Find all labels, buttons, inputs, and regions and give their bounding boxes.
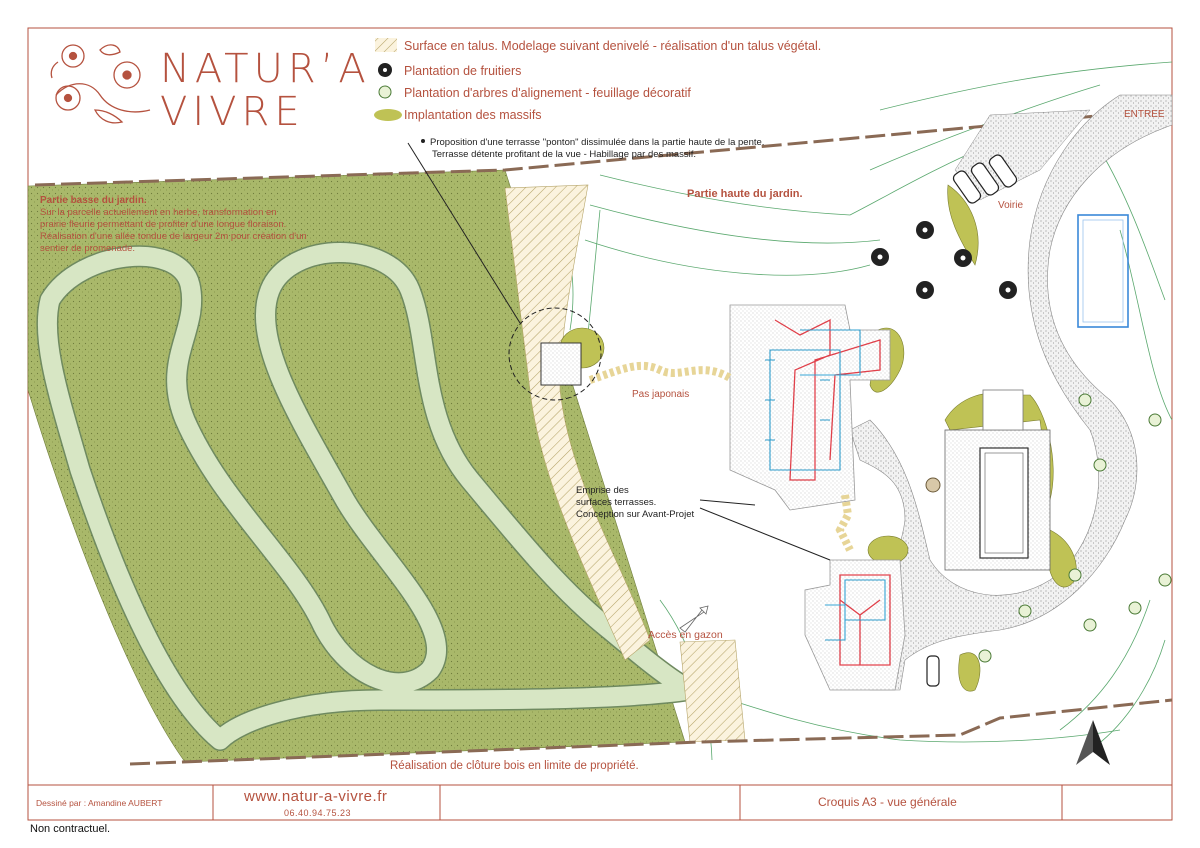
partie-basse-line-3: Réalisation d'une allée tondue de largeu… bbox=[40, 231, 307, 242]
voirie-label: Voirie bbox=[998, 200, 1023, 211]
acces-gazon-label: Accès en gazon bbox=[648, 629, 723, 641]
legend: Surface en talus. Modelage suivant deniv… bbox=[374, 38, 821, 122]
emprise-line-1: Emprise des bbox=[576, 485, 629, 496]
website-url: www.natur-a-vivre.fr bbox=[243, 788, 387, 805]
ponton-note-line-2: Terrasse détente profitant de la vue - H… bbox=[432, 149, 696, 160]
sheet-frame bbox=[27, 27, 1173, 821]
phone-number: 06.40.94.75.23 bbox=[284, 808, 351, 818]
logo-flowers-icon bbox=[50, 44, 151, 124]
title-block bbox=[28, 784, 1172, 820]
brand-line-2: VIVRE bbox=[160, 89, 305, 135]
partie-basse-line-4: sentier de promenade. bbox=[40, 243, 135, 254]
north-arrow-icon bbox=[1076, 720, 1110, 765]
cloture-label: Réalisation de clôture bois en limite de… bbox=[390, 760, 639, 772]
mown-path bbox=[36, 241, 701, 751]
brand-line-1: NATUR’A bbox=[160, 46, 371, 92]
pool-rectangle bbox=[1077, 214, 1129, 328]
partie-basse-line-1: Sur la parcelle actuellement en herbe, t… bbox=[40, 207, 277, 218]
entree-label: ENTREE bbox=[1124, 109, 1165, 120]
partie-basse-line-2: prairie fleurie permettant de profiter d… bbox=[40, 219, 286, 230]
pas-japonais-label: Pas japonais bbox=[632, 389, 689, 400]
property-fence bbox=[34, 110, 1173, 766]
talus-strip-lower bbox=[679, 639, 746, 743]
main-house bbox=[729, 304, 891, 511]
emprise-line-3: Conception sur Avant-Projet bbox=[576, 509, 694, 520]
emprise-line-2: surfaces terrasses. bbox=[576, 497, 656, 508]
legend-fruitiers-label: Plantation de fruitiers bbox=[404, 64, 521, 78]
sheet-title: Croquis A3 - vue générale bbox=[818, 795, 957, 809]
legend-talus-swatch bbox=[375, 38, 397, 52]
annex-house bbox=[804, 559, 906, 691]
stepping-stones bbox=[588, 361, 854, 552]
alignment-tree-icon bbox=[378, 85, 392, 99]
driveway bbox=[849, 94, 1173, 691]
fruit-trees bbox=[871, 221, 1017, 299]
parked-cars bbox=[926, 154, 1018, 687]
designer-credit: Dessiné par : Amandine AUBERT bbox=[36, 798, 162, 808]
leader-lines bbox=[407, 142, 831, 561]
ponton-note-line-1: Proposition d'une terrasse "ponton" diss… bbox=[430, 137, 764, 148]
legend-massifs-label: Implantation des massifs bbox=[404, 108, 542, 122]
legend-talus-label: Surface en talus. Modelage suivant deniv… bbox=[404, 39, 821, 53]
access-arrow bbox=[679, 605, 709, 633]
legend-alignement-label: Plantation d'arbres d'alignement - feuil… bbox=[404, 86, 691, 100]
ponton-terrace bbox=[540, 342, 582, 386]
alignment-trees bbox=[925, 393, 1172, 663]
disclaimer: Non contractuel. bbox=[30, 823, 110, 835]
massif-swatch bbox=[374, 109, 402, 121]
ponton-circle bbox=[508, 307, 602, 401]
partie-basse-title: Partie basse du jardin. bbox=[40, 195, 147, 206]
swimming-pool bbox=[979, 447, 1029, 559]
talus-strip bbox=[504, 184, 651, 661]
partie-haute-label: Partie haute du jardin. bbox=[687, 188, 803, 200]
